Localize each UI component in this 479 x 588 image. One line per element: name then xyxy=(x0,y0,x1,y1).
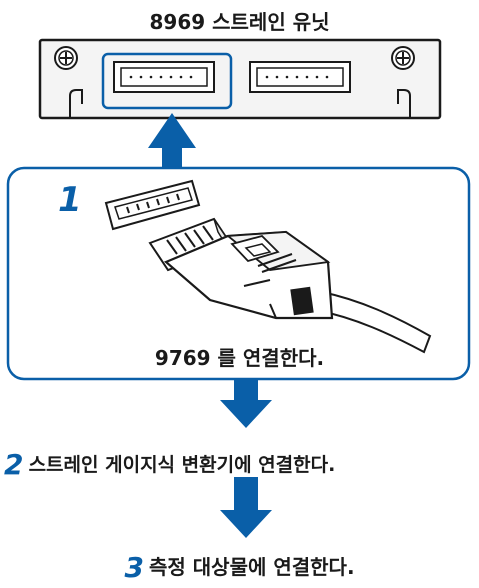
step3-row: 3 측정 대상물에 연결한다. xyxy=(0,551,479,584)
arrow-up-icon xyxy=(148,113,196,168)
arrow-down-icon-2 xyxy=(220,477,272,538)
step1-label: 9769 를 연결한다. xyxy=(154,346,325,370)
plug-connector-illustration xyxy=(148,217,432,354)
connector-port-secondary xyxy=(249,61,351,93)
step2-number: 2 xyxy=(4,448,24,481)
arrow-down-icon-1 xyxy=(220,379,272,428)
step2-row: 2 스트레인 게이지식 변환기에 연결한다. xyxy=(4,448,335,481)
step1-number: 1 xyxy=(58,180,82,220)
strain-unit-panel xyxy=(38,38,442,120)
unit-title: 8969 스트레인 유닛 xyxy=(149,10,330,34)
screw-right-icon xyxy=(391,46,415,70)
connector-port-highlighted xyxy=(101,52,233,110)
socket-illustration xyxy=(104,179,201,231)
step3-label: 측정 대상물에 연결한다. xyxy=(149,555,355,579)
step2-label: 스트레인 게이지식 변환기에 연결한다. xyxy=(28,454,336,476)
screw-left-icon xyxy=(54,46,78,70)
step3-number: 3 xyxy=(124,551,144,584)
